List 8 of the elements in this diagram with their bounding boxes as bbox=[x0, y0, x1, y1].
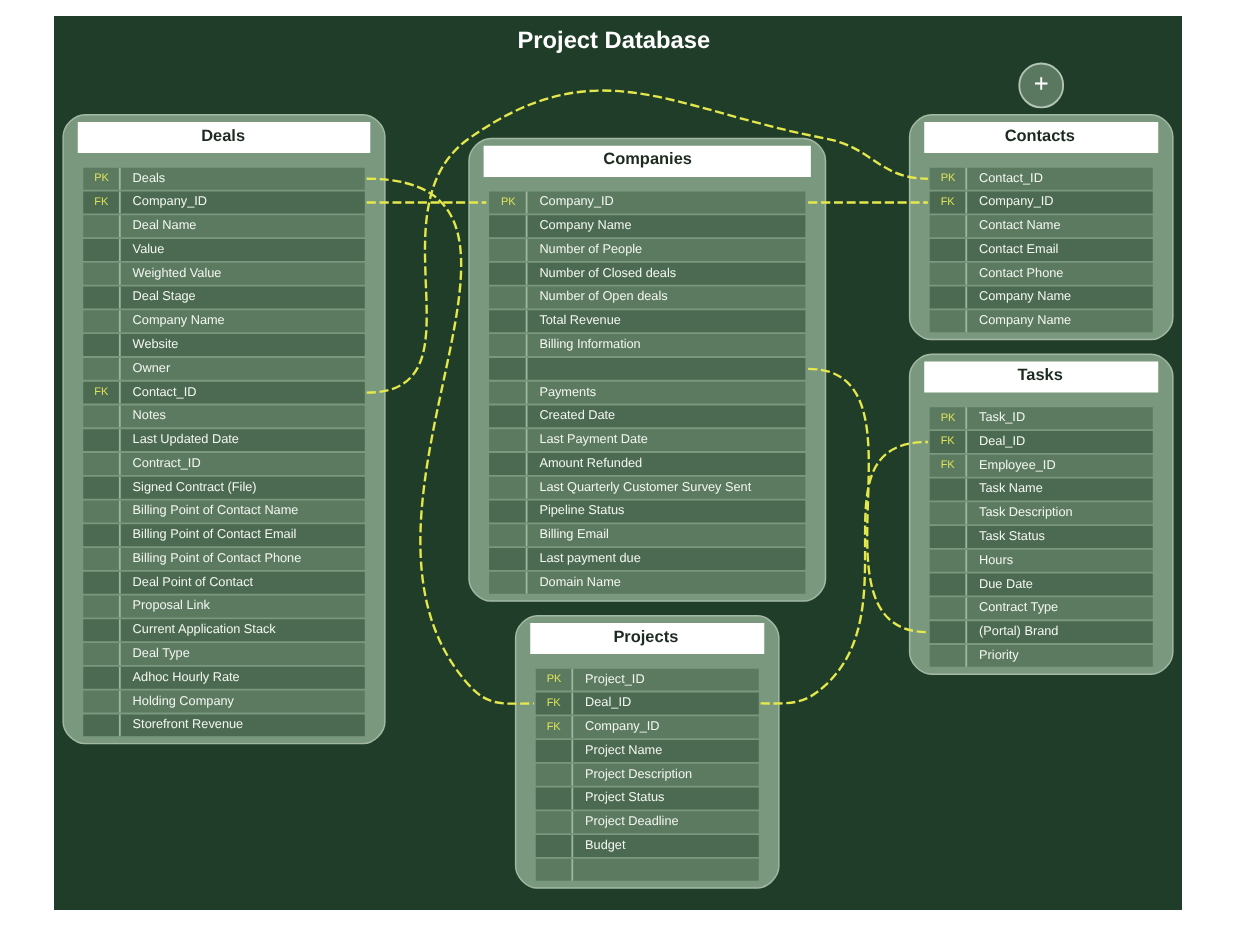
connector bbox=[365, 177, 533, 705]
connector bbox=[807, 201, 927, 204]
connector bbox=[365, 89, 927, 394]
node-circle: + bbox=[1017, 62, 1064, 109]
connector bbox=[759, 440, 928, 705]
diagram-title: Project Database bbox=[516, 25, 710, 54]
connector bbox=[365, 201, 486, 204]
connector bbox=[806, 367, 928, 634]
